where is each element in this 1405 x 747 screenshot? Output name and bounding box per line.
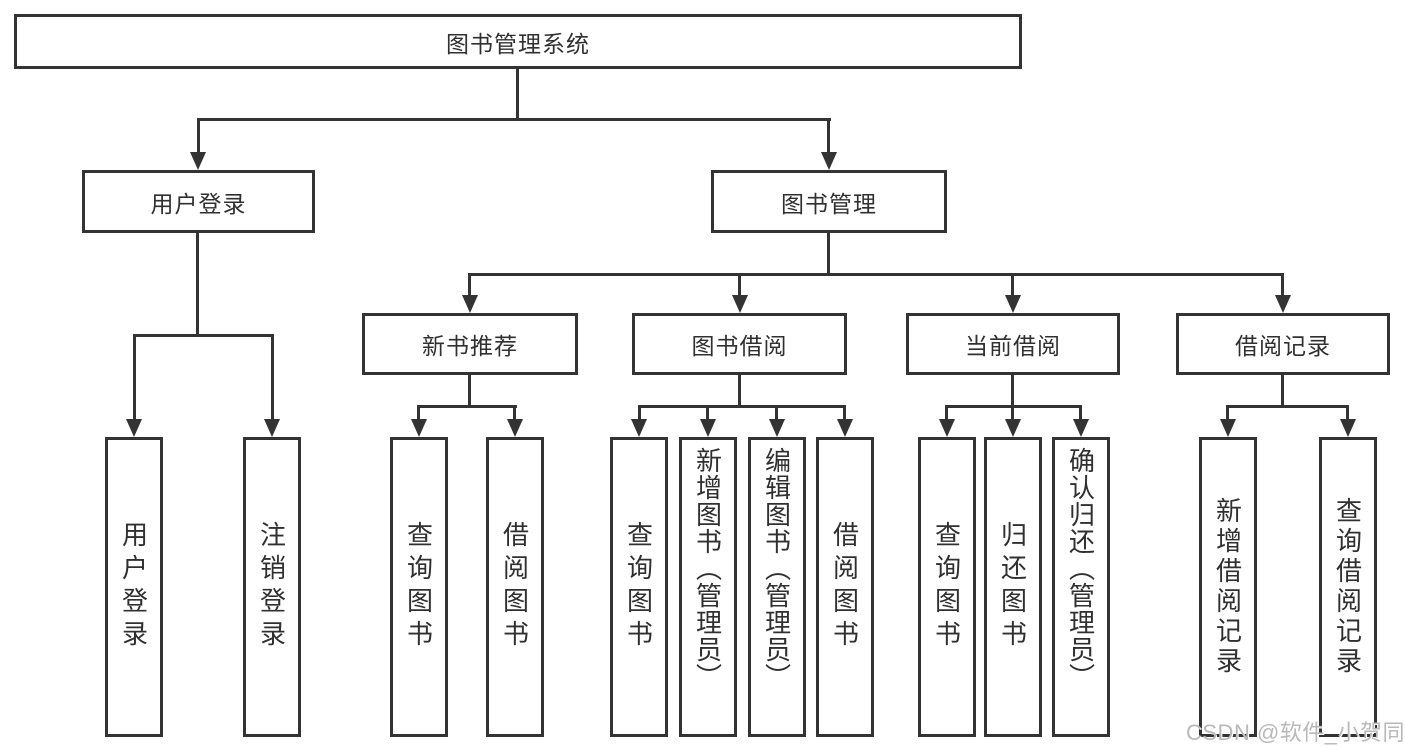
connector-book-borrowing-trunk <box>738 375 741 407</box>
node-leaf-edit-books-admin: 编辑图书（管理员） <box>748 437 806 737</box>
csdn-watermark: CSDN @软件_小贺同学 <box>1186 720 1405 745</box>
node-user-login: 用户登录 <box>82 170 315 233</box>
arrow-down-icon <box>411 419 427 437</box>
connector-stub <box>775 405 778 421</box>
node-label: 编辑图书（管理员） <box>761 447 792 690</box>
node-label: 新增图书（管理员） <box>692 447 723 690</box>
node-label: 新书推荐 <box>422 333 518 359</box>
connector-stub-borrowing-records <box>1281 273 1284 299</box>
connector-book-management-trunk <box>827 233 830 275</box>
connector-stub-login-leaf <box>133 334 136 421</box>
connector-root-trunk <box>516 69 519 120</box>
node-label: 确认归还（管理员） <box>1065 447 1096 690</box>
node-library-management-system: 图书管理系统 <box>14 14 1022 69</box>
connector-stub <box>1079 405 1082 421</box>
node-leaf-logout: 注销登录 <box>243 437 301 737</box>
connector-stub-book-management <box>827 118 830 154</box>
node-leaf-add-books-admin: 新增图书（管理员） <box>679 437 737 737</box>
connector-stub <box>417 405 420 421</box>
arrow-down-icon <box>732 295 748 313</box>
connector-stub <box>1346 405 1349 421</box>
arrow-down-icon <box>837 419 853 437</box>
node-leaf-user-login: 用户登录 <box>105 437 163 737</box>
node-label: 图书管理系统 <box>446 30 590 57</box>
connector-stub <box>1011 405 1014 421</box>
arrow-down-icon <box>1005 419 1021 437</box>
connector-new-book-branch <box>417 405 517 408</box>
node-leaf-query-books-current: 查询图书 <box>918 437 976 737</box>
node-label: 查询借阅记录 <box>1332 497 1363 677</box>
node-label: 借阅图书 <box>829 521 860 653</box>
node-leaf-confirm-return-admin: 确认归还（管理员） <box>1052 437 1110 737</box>
arrow-down-icon <box>1275 295 1291 313</box>
connector-user-login-trunk <box>196 233 199 336</box>
arrow-down-icon <box>631 419 647 437</box>
node-label: 当前借阅 <box>965 333 1061 359</box>
arrow-down-icon <box>821 152 837 170</box>
node-leaf-query-borrow-record: 查询借阅记录 <box>1319 437 1377 737</box>
arrow-down-icon <box>700 419 716 437</box>
node-label: 查询图书 <box>931 521 962 653</box>
connector-stub-current-borrowing <box>1011 273 1014 299</box>
arrow-down-icon <box>1073 419 1089 437</box>
node-leaf-query-books-recommend: 查询图书 <box>390 437 448 737</box>
connector-stub <box>513 405 516 421</box>
arrow-down-icon <box>939 419 955 437</box>
arrow-down-icon <box>462 295 478 313</box>
connector-book-borrowing-branch <box>638 405 846 408</box>
arrow-down-icon <box>507 419 523 437</box>
node-book-borrowing: 图书借阅 <box>632 313 847 375</box>
node-label: 图书借阅 <box>691 333 788 359</box>
node-label: 归还图书 <box>997 521 1028 653</box>
node-label: 查询图书 <box>403 521 434 653</box>
node-label: 用户登录 <box>118 521 149 653</box>
connector-borrowing-records-trunk <box>1281 375 1284 407</box>
node-label: 图书管理 <box>781 190 877 217</box>
arrow-down-icon <box>190 152 206 170</box>
arrow-down-icon <box>1340 419 1356 437</box>
arrow-down-icon <box>126 419 142 437</box>
node-book-management: 图书管理 <box>711 170 947 233</box>
connector-level3-branch <box>469 273 1284 276</box>
arrow-down-icon <box>1220 419 1236 437</box>
node-new-book-recommend: 新书推荐 <box>362 313 578 375</box>
node-label: 新增借阅记录 <box>1212 497 1243 677</box>
arrow-down-icon <box>1005 295 1021 313</box>
node-leaf-return-books: 归还图书 <box>984 437 1042 737</box>
connector-stub-book-borrowing <box>738 273 741 299</box>
arrow-down-icon <box>264 419 280 437</box>
arrow-down-icon <box>769 419 785 437</box>
connector-stub <box>706 405 709 421</box>
node-label: 借阅图书 <box>499 521 530 653</box>
connector-stub <box>945 405 948 421</box>
connector-level2-branch <box>197 118 831 121</box>
node-current-borrowing: 当前借阅 <box>906 313 1120 375</box>
node-leaf-add-borrow-record: 新增借阅记录 <box>1199 437 1257 737</box>
connector-stub-user-login <box>197 118 200 154</box>
node-borrowing-records: 借阅记录 <box>1176 313 1390 375</box>
node-leaf-borrow-books: 借阅图书 <box>816 437 874 737</box>
node-leaf-borrow-books-recommend: 借阅图书 <box>486 437 544 737</box>
connector-current-borrowing-trunk <box>1011 375 1014 407</box>
node-label: 查询图书 <box>623 521 654 653</box>
node-label: 用户登录 <box>150 190 247 217</box>
connector-stub <box>638 405 641 421</box>
node-leaf-query-books-borrowing: 查询图书 <box>610 437 668 737</box>
connector-stub-new-book <box>468 273 471 299</box>
connector-user-login-branch <box>133 334 274 337</box>
connector-new-book-trunk <box>468 375 471 407</box>
connector-borrowing-records-branch <box>1226 405 1348 408</box>
connector-stub <box>1226 405 1229 421</box>
node-label: 注销登录 <box>256 521 287 653</box>
connector-stub-logout-leaf <box>271 334 274 421</box>
connector-stub <box>843 405 846 421</box>
node-label: 借阅记录 <box>1235 333 1331 359</box>
